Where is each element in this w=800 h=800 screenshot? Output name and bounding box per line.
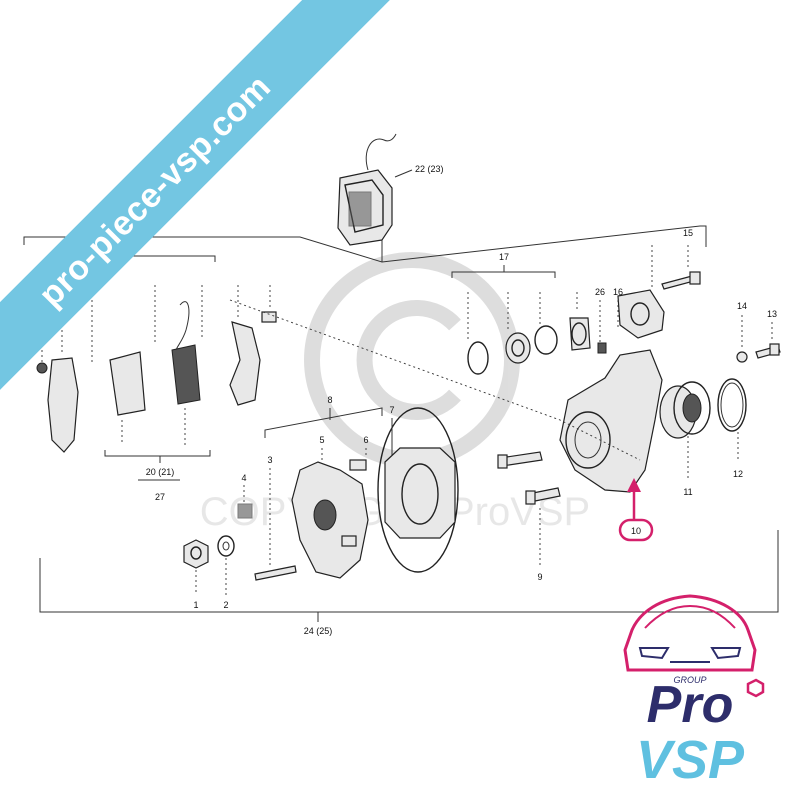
assembly-axis-line bbox=[229, 299, 641, 461]
wheel-bearing-11 bbox=[659, 378, 747, 480]
label-27: 27 bbox=[155, 492, 165, 502]
copyright-watermark-icon bbox=[304, 252, 520, 468]
caliper-support-19 bbox=[36, 285, 79, 453]
provsp-logo: GROUP Pro VSP bbox=[623, 594, 765, 790]
label-1: 1 bbox=[193, 600, 198, 610]
bolts-13-14-15 bbox=[661, 245, 781, 363]
logo-group-text: GROUP bbox=[673, 675, 706, 685]
label-15: 15 bbox=[683, 228, 693, 238]
label-16: 16 bbox=[613, 287, 623, 297]
label-3: 3 bbox=[267, 455, 272, 465]
label-8: 8 bbox=[327, 395, 332, 405]
label-26: 26 bbox=[595, 287, 605, 297]
bearing-kit-17 bbox=[451, 265, 591, 375]
label-5: 5 bbox=[319, 435, 324, 445]
logo-pro-text: Pro bbox=[647, 676, 734, 734]
highlight-arrow-icon bbox=[618, 478, 654, 542]
label-24-25: 24 (25) bbox=[304, 626, 333, 636]
label-6: 6 bbox=[363, 435, 368, 445]
label-11: 11 bbox=[683, 487, 692, 497]
label-13: 13 bbox=[767, 309, 777, 319]
brake-disc-7 bbox=[264, 407, 459, 573]
pad-clip-and-pin bbox=[229, 285, 277, 406]
wheel-hub-5 bbox=[291, 448, 369, 579]
label-9: 9 bbox=[537, 572, 542, 582]
bolts-9 bbox=[497, 451, 561, 565]
label-4: 4 bbox=[241, 473, 246, 483]
label-12: 12 bbox=[733, 469, 743, 479]
brake-caliper-22 bbox=[337, 133, 413, 246]
label-2: 2 bbox=[223, 600, 228, 610]
label-22-23: 22 (23) bbox=[415, 164, 444, 174]
label-14: 14 bbox=[737, 301, 747, 311]
label-10: 10 bbox=[631, 526, 641, 536]
steering-knuckle-10 bbox=[559, 245, 665, 493]
logo-vsp-text: VSP bbox=[636, 730, 745, 790]
car-outline-icon bbox=[623, 594, 757, 672]
label-17: 17 bbox=[499, 252, 509, 262]
hub-nut-washer-1-2-3-4 bbox=[183, 468, 297, 595]
label-7: 7 bbox=[389, 405, 394, 415]
assembly-bracket-24 bbox=[39, 530, 779, 622]
label-20-21: 20 (21) bbox=[146, 467, 175, 477]
